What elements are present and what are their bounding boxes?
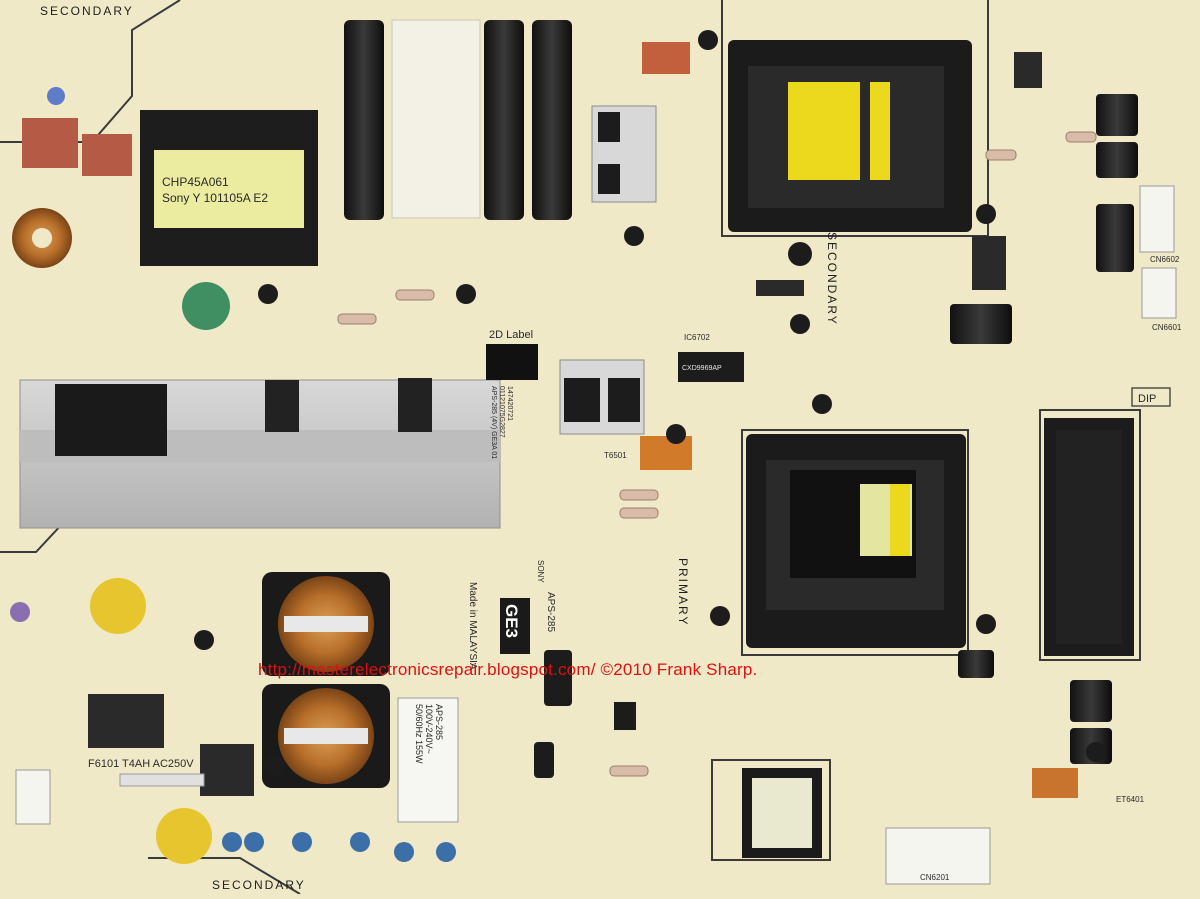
watermark: http://masterelectronicsrepair.blogspot.…: [258, 660, 758, 679]
ref-et6401: ET6401: [1116, 795, 1145, 804]
secondary-label-bottom: SECONDARY: [212, 878, 306, 892]
sony-marking: SONY: [536, 560, 545, 583]
secondary-label-mid: SECONDARY: [825, 232, 839, 326]
standby-transformer: CHP45A061 Sony Y 101105A E2: [140, 110, 318, 266]
main-transformer-top: [728, 40, 972, 232]
small-transformer-bottom: [742, 768, 822, 858]
fuse-label: F6101 T4AH AC250V: [88, 758, 194, 770]
serial-1: 147420721: [506, 386, 513, 421]
rating-label: APS-285 100V-240V~ 50/60Hz 155W: [397, 697, 459, 823]
transformer-marking-1: CHP45A061: [162, 175, 229, 189]
ge-marking: GE3: [502, 604, 521, 638]
toroid-inductor: [12, 208, 72, 268]
primary-label: PRIMARY: [676, 558, 690, 626]
ref-cn6201: CN6201: [920, 873, 950, 882]
choke-top: [262, 572, 390, 676]
rating-model: APS-285: [434, 704, 444, 740]
dip-label: DIP: [1138, 393, 1156, 405]
bulk-capacitors: [344, 19, 572, 220]
ceramic-capacitors: [10, 87, 456, 862]
ref-t6501: T6501: [604, 451, 627, 460]
ref-ic6702: IC6702: [684, 333, 710, 342]
rating-voltage: 100V-240V~: [424, 704, 434, 754]
serial-2: 01121075G2827: [498, 386, 505, 438]
film-capacitors: [22, 42, 692, 470]
ref-cn6601: CN6601: [1152, 323, 1182, 332]
made-in-label: Made in MALAYSIA: [467, 582, 478, 670]
small-components: [194, 30, 1106, 778]
secondary-capacitors: [950, 94, 1138, 798]
ref-cn6602: CN6602: [1150, 255, 1180, 264]
choke-bottom: [262, 684, 390, 788]
transformer-marking-2: Sony Y 101105A E2: [162, 191, 268, 205]
serial-3: APS-285 (4V) GE3A 01: [490, 386, 497, 459]
heatsink-left: [19, 378, 501, 529]
label-2d: 2D Label: [489, 329, 533, 341]
resistors: [337, 131, 1097, 777]
y-capacitors: [90, 282, 230, 864]
main-transformer-bottom: [746, 434, 966, 648]
rating-frequency: 50/60Hz 155W: [414, 704, 424, 764]
ic-marking: CXD9969AP: [682, 365, 722, 372]
x-capacitor: [88, 694, 254, 796]
secondary-label-top: SECONDARY: [40, 4, 134, 18]
model-label: APS-285: [545, 592, 556, 632]
